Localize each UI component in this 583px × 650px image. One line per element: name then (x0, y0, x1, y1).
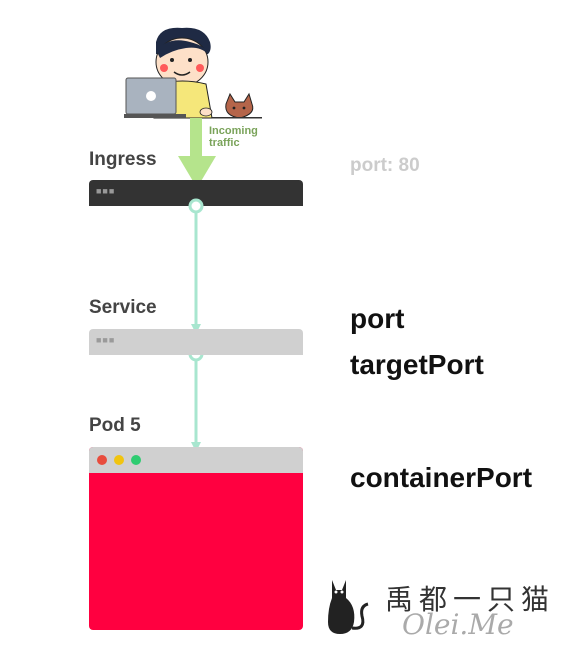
service-window-dots-icon: ■■■ (96, 335, 116, 345)
watermark-chinese: 禹都一只猫 (385, 583, 556, 616)
service-label: Service (89, 297, 157, 318)
window-maximize-icon (131, 455, 141, 465)
pod-label: Pod 5 (89, 415, 141, 436)
pod-window (89, 447, 303, 630)
ingress-port-text: port: 80 (350, 155, 420, 176)
cat-logo-icon (328, 580, 369, 634)
watermark-latin: Olei.Me (402, 608, 514, 641)
incoming-traffic-label: Incoming traffic (209, 125, 258, 149)
incoming-line-1: Incoming (209, 125, 258, 137)
incoming-line-2: traffic (209, 137, 240, 149)
pod-container-port-label: containerPort (350, 462, 533, 493)
service-bar: ■■■ (89, 329, 303, 355)
incoming-traffic-arrow (178, 118, 216, 188)
pod-window-titlebar (89, 447, 303, 473)
ingress-label: Ingress (89, 149, 157, 170)
ingress-window-dots-icon: ■■■ (96, 186, 116, 196)
window-minimize-icon (114, 455, 124, 465)
connector-lines (188, 198, 204, 452)
window-close-icon (97, 455, 107, 465)
person-illustration (124, 27, 262, 119)
service-target-port-label: targetPort (350, 349, 484, 380)
service-port-label: port (350, 303, 405, 334)
